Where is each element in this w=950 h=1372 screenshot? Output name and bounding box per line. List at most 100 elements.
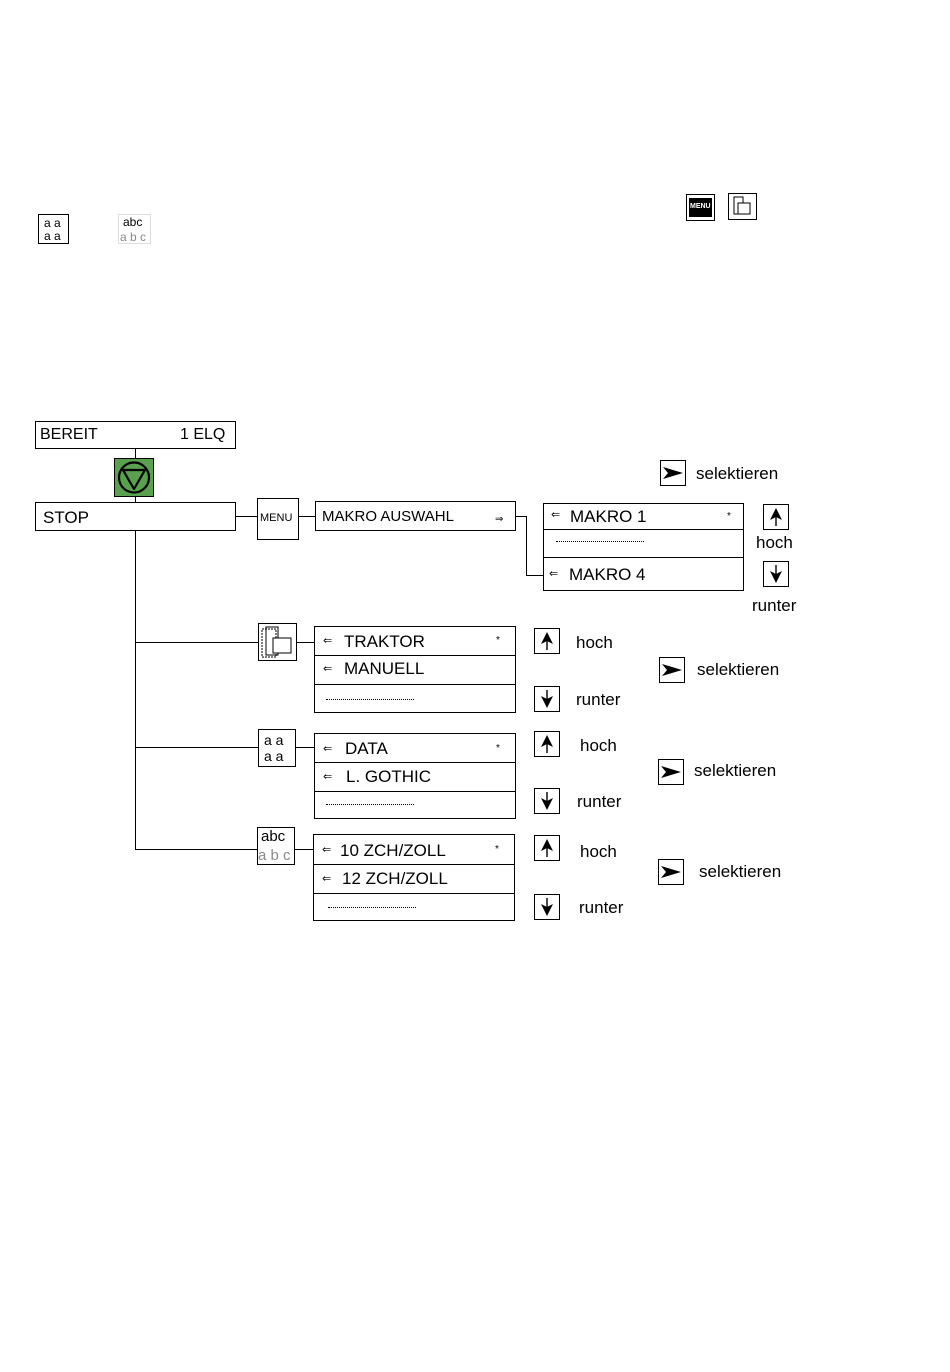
pitch-select-label: selektieren (699, 862, 781, 882)
makro-option-2-label: MAKRO 4 (569, 565, 646, 585)
font-select-key[interactable] (658, 759, 684, 785)
font-option-2-label: L. GOTHIC (346, 767, 431, 787)
font-option-1-arrow: ⇐ (323, 742, 332, 755)
pitch-icon-legend: abc a b c (118, 214, 151, 244)
makro-option-1-star: * (727, 511, 731, 522)
font-option-1-label: DATA (345, 739, 388, 759)
paper-icon-legend (728, 193, 757, 220)
makro-auswahl-title: MAKRO AUSWAHL (322, 508, 454, 525)
pitch-option-1-arrow: ⇐ (322, 843, 331, 856)
paper-option-2-label: MANUELL (344, 659, 424, 679)
down-arrow-icon (769, 564, 783, 584)
pitch-icon-top: abc (123, 215, 142, 229)
font-down-label: runter (577, 792, 621, 812)
up-arrow-icon (769, 507, 783, 527)
more-options-dots (328, 907, 416, 908)
font-key-line1: a a (264, 732, 283, 748)
paper-option-1-label: TRAKTOR (344, 632, 425, 652)
makro-up-key[interactable] (763, 504, 789, 530)
paper-option-2-arrow: ⇐ (323, 662, 332, 675)
pitch-options-list: ⇐ 10 ZCH/ZOLL * ⇐ 12 ZCH/ZOLL (313, 834, 515, 921)
paper-feed-icon (259, 624, 296, 660)
makro-down-key[interactable] (763, 561, 789, 587)
pitch-key-bottom: a b c (258, 847, 291, 864)
more-options-dots (326, 804, 414, 805)
makro-auswahl-arrow: ⇒ (495, 514, 503, 525)
font-option-2[interactable]: ⇐ L. GOTHIC (315, 763, 515, 790)
makro-down-label: runter (752, 596, 796, 616)
pitch-icon-bottom: a b c (120, 230, 146, 244)
up-arrow-icon (540, 734, 554, 754)
paper-select-key[interactable] (659, 657, 685, 683)
pitch-up-label: hoch (580, 842, 617, 862)
stop-triangle-icon (115, 459, 153, 496)
font-option-1[interactable]: ⇐ DATA * (315, 734, 515, 762)
makro-option-1-arrow: ⇐ (551, 508, 560, 521)
status-bereit-display: BEREIT 1 ELQ (35, 421, 236, 449)
pitch-option-2-label: 12 ZCH/ZOLL (342, 869, 448, 889)
paper-feed-key[interactable] (258, 623, 297, 661)
font-up-key[interactable] (534, 731, 560, 757)
pitch-option-2-arrow: ⇐ (322, 872, 331, 885)
font-select-label: selektieren (694, 761, 776, 781)
pitch-option-1[interactable]: ⇐ 10 ZCH/ZOLL * (314, 835, 514, 863)
down-arrow-icon (540, 689, 554, 709)
status-stop-display: STOP (35, 502, 236, 531)
makro-select-label: selektieren (696, 464, 778, 484)
elq-text: 1 ELQ (180, 426, 225, 444)
paper-down-key[interactable] (534, 686, 560, 712)
makro-option-2-arrow: ⇐ (549, 567, 558, 580)
pitch-down-key[interactable] (534, 894, 560, 920)
makro-option-1-label: MAKRO 1 (570, 507, 647, 527)
pitch-select-key[interactable] (658, 859, 684, 885)
makro-options-list: ⇐ MAKRO 1 * ⇐ MAKRO 4 (543, 503, 744, 591)
makro-option-2[interactable]: ⇐ MAKRO 4 (544, 558, 743, 590)
pitch-down-label: runter (579, 898, 623, 918)
pitch-option-1-star: * (495, 844, 499, 855)
down-arrow-icon (540, 791, 554, 811)
paper-up-key[interactable] (534, 628, 560, 654)
font-options-list: ⇐ DATA * ⇐ L. GOTHIC (314, 733, 516, 819)
paper-select-label: selektieren (697, 660, 779, 680)
select-arrow-icon (662, 466, 684, 480)
makro-up-label: hoch (756, 533, 793, 553)
paper-options-list: ⇐ TRAKTOR * ⇐ MANUELL (314, 626, 516, 713)
font-up-label: hoch (580, 736, 617, 756)
font-down-key[interactable] (534, 788, 560, 814)
pitch-up-key[interactable] (534, 835, 560, 861)
more-options-dots (556, 541, 644, 542)
up-arrow-icon (540, 838, 554, 858)
pitch-option-2[interactable]: ⇐ 12 ZCH/ZOLL (314, 865, 514, 892)
select-arrow-icon (661, 663, 683, 677)
paper-option-1[interactable]: ⇐ TRAKTOR * (315, 627, 515, 655)
font-option-1-star: * (496, 743, 500, 754)
makro-option-1[interactable]: ⇐ MAKRO 1 * (544, 504, 743, 529)
menu-icon-text: MENU (690, 203, 711, 210)
font-icon-line2: a a (44, 229, 61, 243)
select-arrow-icon (660, 865, 682, 879)
paper-up-label: hoch (576, 633, 613, 653)
more-options-dots (326, 699, 414, 700)
menu-icon-legend: MENU (686, 194, 715, 221)
font-icon-legend: a a a a (38, 214, 69, 244)
font-option-2-arrow: ⇐ (323, 770, 332, 783)
pitch-option-1-label: 10 ZCH/ZOLL (340, 841, 446, 861)
stop-button[interactable] (114, 458, 154, 497)
pitch-key[interactable]: abc a b c (257, 827, 295, 865)
down-arrow-icon (540, 897, 554, 917)
select-arrow-icon (660, 765, 682, 779)
font-key[interactable]: a a a a (258, 729, 296, 767)
pitch-key-top: abc (261, 828, 285, 845)
menu-key[interactable]: MENU (257, 498, 299, 540)
stop-text: STOP (43, 508, 89, 528)
paper-option-1-star: * (496, 635, 500, 646)
paper-option-1-arrow: ⇐ (323, 634, 332, 647)
paper-option-2[interactable]: ⇐ MANUELL (315, 656, 515, 683)
bereit-text: BEREIT (40, 426, 98, 444)
font-icon-line1: a a (44, 216, 61, 230)
menu-key-label: MENU (260, 512, 292, 524)
up-arrow-icon (540, 631, 554, 651)
makro-select-key[interactable] (660, 460, 686, 486)
paper-down-label: runter (576, 690, 620, 710)
makro-auswahl-display: MAKRO AUSWAHL ⇒ (315, 501, 516, 531)
